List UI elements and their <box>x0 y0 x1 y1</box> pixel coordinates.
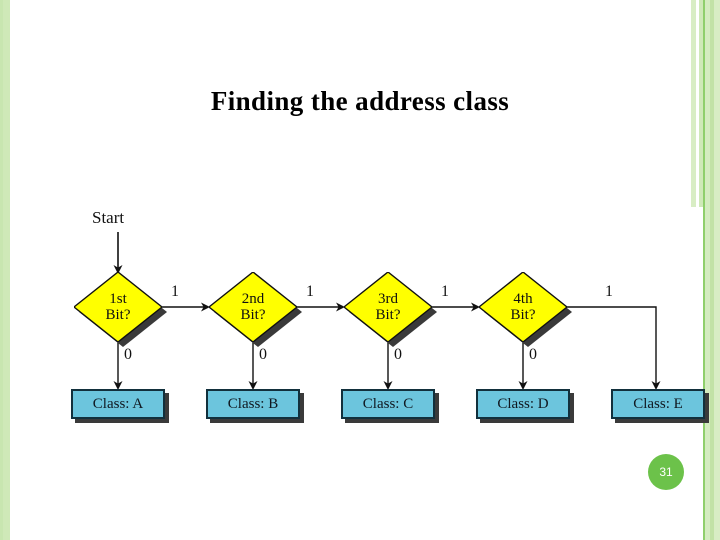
decision-label-line2: Bit? <box>375 307 401 323</box>
decision-label: 2nd Bit? <box>209 272 297 342</box>
decision-label-line2: Bit? <box>240 307 266 323</box>
decision-node-2nd-bit[interactable]: 2nd Bit? <box>209 272 302 347</box>
flow-start-label: Start <box>92 208 125 227</box>
decision-shape <box>479 272 567 342</box>
right-accent-band-e <box>705 0 710 540</box>
left-accent-band-gap <box>10 0 13 540</box>
right-accent-band-dark <box>703 0 705 540</box>
decision-shape <box>209 272 297 342</box>
outcome-node-class-b[interactable]: Class: B <box>206 389 304 423</box>
decision-label-line1: 3rd <box>378 290 398 307</box>
edge-label-yes-1: 1 <box>171 283 179 300</box>
edge-label-no-4: 0 <box>529 346 537 363</box>
edge-label-no-1: 0 <box>124 346 132 363</box>
edge-label-yes-4: 1 <box>605 283 613 300</box>
decision-label-line2: Bit? <box>510 307 536 323</box>
decision-label-line1: 2nd <box>241 290 265 307</box>
decision-shape <box>74 272 162 342</box>
edge-label-no-2: 0 <box>259 346 267 363</box>
left-accent-band-inner <box>3 0 10 540</box>
outcome-label: Class: E <box>611 389 705 419</box>
decision-label: 1st Bit? <box>74 272 162 342</box>
outcome-label: Class: D <box>476 389 570 419</box>
outcome-node-class-e[interactable]: Class: E <box>611 389 709 423</box>
page-number-badge: 31 <box>648 454 684 490</box>
outcome-node-class-a[interactable]: Class: A <box>71 389 169 423</box>
outcome-node-class-c[interactable]: Class: C <box>341 389 439 423</box>
decision-label: 3rd Bit? <box>344 272 432 342</box>
right-accent-band-gap <box>696 0 699 207</box>
edge-label-yes-2: 1 <box>306 283 314 300</box>
right-accent-band-c <box>699 0 703 207</box>
decision-label-line1: 1st <box>109 290 127 307</box>
outcome-label: Class: A <box>71 389 165 419</box>
decision-node-4th-bit[interactable]: 4th Bit? <box>479 272 572 347</box>
outcome-node-class-d[interactable]: Class: D <box>476 389 574 423</box>
edge-label-no-3: 0 <box>394 346 402 363</box>
outcome-label: Class: C <box>341 389 435 419</box>
decision-node-1st-bit[interactable]: 1st Bit? <box>74 272 167 347</box>
decision-shape <box>344 272 432 342</box>
decision-label-line2: Bit? <box>105 307 131 323</box>
right-accent-band-a <box>691 0 696 207</box>
page-title: Finding the address class <box>210 86 510 116</box>
right-accent-band-f <box>710 0 714 540</box>
left-accent-band-outer <box>0 0 3 540</box>
decision-label-line1: 4th <box>513 290 533 307</box>
edge-label-yes-3: 1 <box>441 283 449 300</box>
outcome-label: Class: B <box>206 389 300 419</box>
right-accent-band-g <box>714 0 720 540</box>
decision-node-3rd-bit[interactable]: 3rd Bit? <box>344 272 437 347</box>
decision-label: 4th Bit? <box>479 272 567 342</box>
